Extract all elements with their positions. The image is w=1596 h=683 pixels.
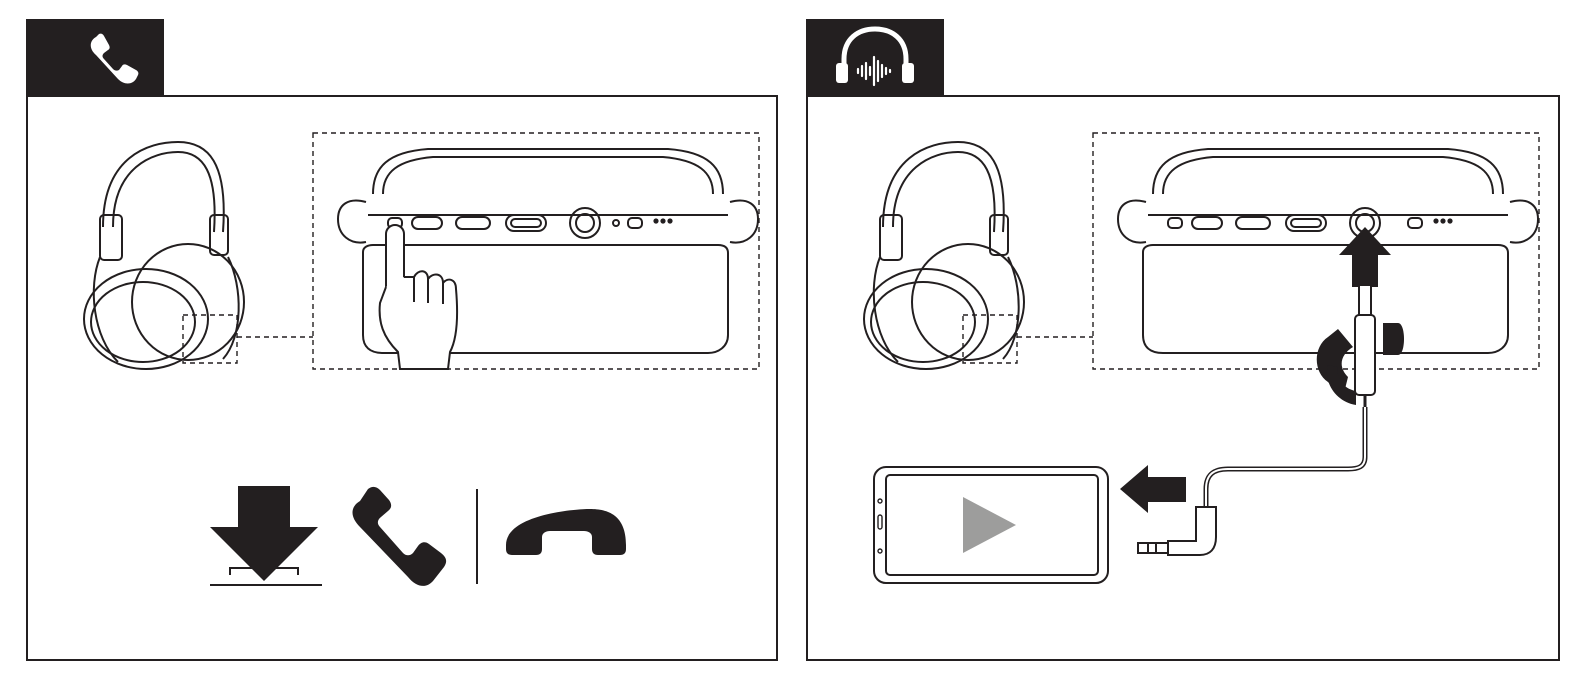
call-panel-illustration	[83, 132, 760, 586]
zoom-indicator-right	[962, 132, 1540, 370]
right-angle-plug-icon	[1137, 506, 1217, 556]
headphone-side-view-icon	[83, 140, 245, 370]
headphones-audio-icon	[836, 26, 914, 87]
audio-cable	[1203, 407, 1368, 517]
call-tab	[26, 19, 164, 97]
zoom-indicator-left	[182, 132, 760, 370]
phone-handset-icon	[90, 33, 139, 84]
accept-call-icon	[352, 486, 447, 586]
audio-cable-panel	[806, 95, 1560, 661]
headphone-top-view-icon	[336, 148, 760, 354]
headphone-side-view-icon	[863, 140, 1025, 370]
twist-lock-icon	[1316, 284, 1404, 407]
connect-arrow-icon	[1120, 465, 1186, 513]
press-button-hand-icon	[378, 224, 459, 370]
press-button-icon	[210, 486, 322, 586]
audio-tab	[806, 19, 944, 97]
audio-panel-illustration	[863, 132, 1540, 584]
call-panel	[26, 95, 778, 661]
plug-in-arrow-icon	[1339, 227, 1391, 287]
headphone-top-view-icon	[1116, 148, 1540, 354]
end-call-icon	[506, 509, 626, 555]
smartphone-play-icon	[873, 466, 1109, 584]
